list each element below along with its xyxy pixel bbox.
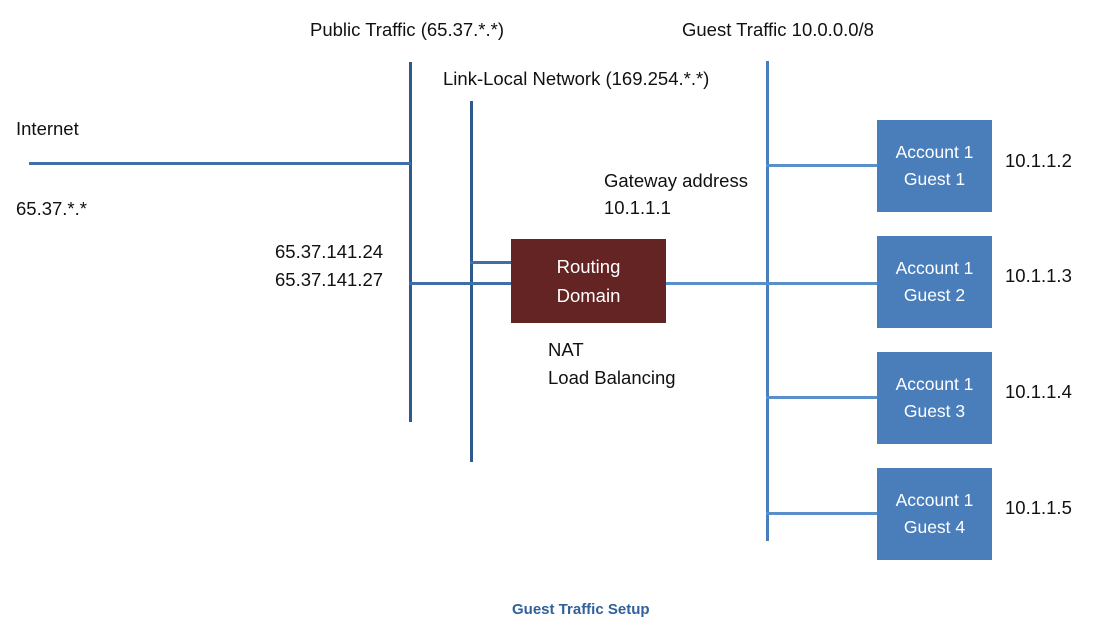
routing-domain-node[interactable]: Routing Domain xyxy=(511,239,666,323)
gateway-address-label: Gateway address xyxy=(604,170,748,191)
guest-node-4-ip: 10.1.1.5 xyxy=(1005,497,1072,518)
guest-node-2-ip: 10.1.1.3 xyxy=(1005,265,1072,286)
guest-node-1-account: Account 1 xyxy=(895,142,974,162)
public-ip-27-label: 65.37.141.27 xyxy=(275,269,384,290)
guest-traffic-label: Guest Traffic 10.0.0.0/8 xyxy=(682,19,874,40)
guest-branch-line-2 xyxy=(766,282,878,285)
guest-node-2-name: Guest 2 xyxy=(903,285,966,305)
public-traffic-label: Public Traffic (65.37.*.*) xyxy=(310,19,504,40)
guest-branch-line-3 xyxy=(766,396,878,399)
guest-node-2-account: Account 1 xyxy=(895,258,974,278)
routing-domain-line2: Domain xyxy=(556,285,621,306)
guest-node-4[interactable]: Account 1 Guest 4 xyxy=(877,468,992,560)
internet-connector-line xyxy=(29,162,411,165)
guest-node-1-ip: 10.1.1.2 xyxy=(1005,150,1072,171)
load-balancing-label: Load Balancing xyxy=(548,367,676,388)
gateway-address-value: 10.1.1.1 xyxy=(604,197,671,218)
guest-node-2[interactable]: Account 1 Guest 2 xyxy=(877,236,992,328)
guest-node-3-account: Account 1 xyxy=(895,374,974,394)
link-local-trunk-line xyxy=(470,101,473,462)
link-local-network-label: Link-Local Network (169.254.*.*) xyxy=(443,68,710,89)
guest-node-1[interactable]: Account 1 Guest 1 xyxy=(877,120,992,212)
guest-node-3[interactable]: Account 1 Guest 3 xyxy=(877,352,992,444)
guest-traffic-trunk-line xyxy=(766,61,769,541)
guest-branch-line-1 xyxy=(766,164,878,167)
guest-branch-line-4 xyxy=(766,512,878,515)
public-trunk-to-router-line xyxy=(409,282,515,285)
nat-label: NAT xyxy=(548,339,584,360)
internet-subnet-label: 65.37.*.* xyxy=(16,198,87,219)
router-to-guest-trunk-line xyxy=(665,282,805,285)
guest-node-1-name: Guest 1 xyxy=(903,169,966,189)
diagram-caption: Guest Traffic Setup xyxy=(512,601,650,618)
routing-domain-line1: Routing xyxy=(556,256,621,277)
public-traffic-trunk-line xyxy=(409,62,412,422)
guest-node-4-account: Account 1 xyxy=(895,490,974,510)
public-ip-24-label: 65.37.141.24 xyxy=(275,241,384,262)
guest-node-3-name: Guest 3 xyxy=(903,401,966,421)
guest-node-3-ip: 10.1.1.4 xyxy=(1005,381,1072,402)
internet-label: Internet xyxy=(16,118,79,139)
link-local-to-router-line xyxy=(470,261,515,264)
guest-node-4-name: Guest 4 xyxy=(903,517,966,537)
